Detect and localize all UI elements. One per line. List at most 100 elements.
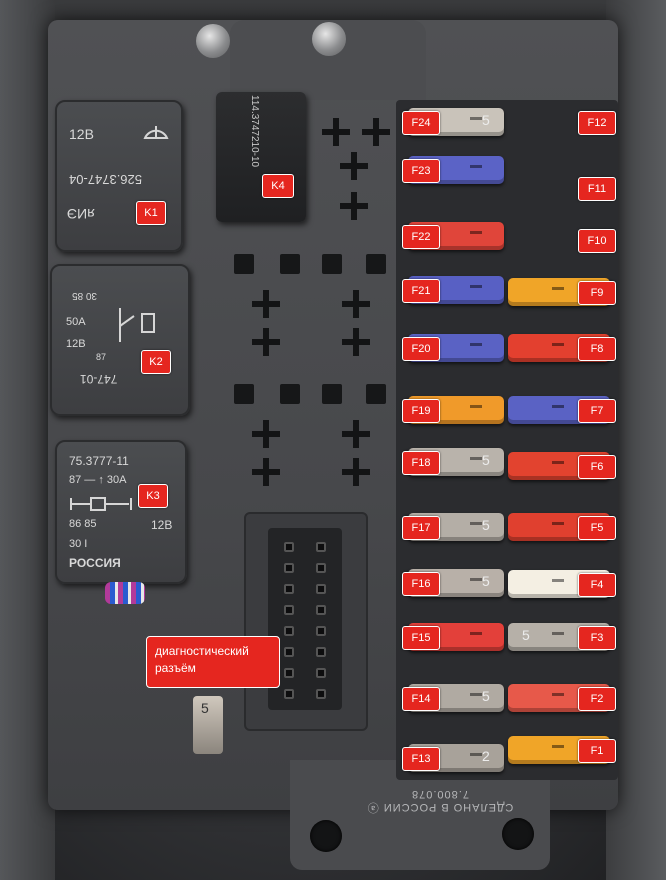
relay-k3-pins-row1: 87 — ↑ 30A: [69, 474, 127, 486]
relay-socket: [322, 384, 342, 404]
fuse-tag-f24: F24: [402, 111, 440, 135]
fuse-tag-f5: F5: [578, 516, 616, 540]
fuse-tag-f8: F8: [578, 337, 616, 361]
fuse-grip: [470, 117, 482, 120]
relay-socket: [340, 192, 368, 220]
relay-k3-pins-row2: 86 85: [69, 518, 97, 530]
relay-k2-voltage: 12В: [66, 338, 86, 350]
fuse-rating: 2: [482, 748, 490, 764]
fuse-grip: [552, 405, 564, 408]
fuse-tag-f14: F14: [402, 687, 440, 711]
connector-pin: [284, 563, 294, 573]
relay-k4-tag: K4: [262, 174, 294, 198]
spare-fuse: 5: [193, 696, 223, 754]
mounting-bolt-right: [312, 22, 346, 56]
fuse-grip: [552, 632, 564, 635]
connector-pin: [284, 605, 294, 615]
fuse-grip: [470, 285, 482, 288]
connector-pin: [316, 626, 326, 636]
connector-pin: [316, 668, 326, 678]
fuse-grip: [470, 578, 482, 581]
relay-k1: 12В 526.3747-04 ᴙИЭ: [55, 100, 183, 252]
fuse-rating: 5: [482, 112, 490, 128]
relay-socket: [342, 328, 370, 356]
relay-k3: 75.3777-11 87 — ↑ 30A 86 85 12В 30 I РОС…: [55, 440, 187, 584]
connector-pin: [284, 584, 294, 594]
diagnostic-connector: [268, 528, 342, 710]
relay-socket: [252, 420, 280, 448]
fuse-rating: 5: [482, 688, 490, 704]
fuse-grip: [470, 693, 482, 696]
fuse-tag-f11: F11: [578, 177, 616, 201]
fuse-tag-f19: F19: [402, 399, 440, 423]
relay-k4-part: 114.3747210-10: [249, 95, 260, 168]
fuse-rating: 5: [482, 573, 490, 589]
spare-fuse-value: 5: [201, 700, 209, 716]
relay-socket: [342, 420, 370, 448]
fuse-grip: [552, 461, 564, 464]
relay-k1-voltage: 12В: [69, 126, 94, 142]
fuse-grip: [552, 693, 564, 696]
fuse-tag-f16: F16: [402, 572, 440, 596]
fuse-panel: [396, 100, 618, 780]
mounting-bolt-left: [196, 24, 230, 58]
connector-pin: [284, 689, 294, 699]
relay-k2-part: 747-01: [80, 372, 118, 386]
relay-socket: [234, 254, 254, 274]
wiper-icon: [143, 126, 169, 139]
mounting-hole-left: [310, 820, 342, 852]
relay-k3-voltage: 12В: [151, 518, 173, 532]
relay-socket: [340, 152, 368, 180]
relay-k3-pin30: 30 I: [69, 538, 88, 550]
fuse-tag-f17: F17: [402, 516, 440, 540]
relay-k3-country: РОССИЯ: [69, 556, 121, 570]
connector-pin: [284, 647, 294, 657]
relay-socket: [280, 254, 300, 274]
fuse-grip: [470, 753, 482, 756]
relay-socket: [322, 254, 342, 274]
fuse-grip: [470, 231, 482, 234]
relay-socket: [252, 458, 280, 486]
relay-socket: [366, 254, 386, 274]
fuse-grip: [470, 457, 482, 460]
fuse-tag-f2: F2: [578, 687, 616, 711]
fuse-tag-f12: F12: [578, 111, 616, 135]
relay-k1-part: 526.3747-04: [69, 172, 143, 187]
connector-pin: [316, 647, 326, 657]
fuse-grip: [470, 632, 482, 635]
relay-k3-tag: K3: [138, 484, 168, 508]
fuse-tag-f18: F18: [402, 451, 440, 475]
relay-schematic-icon: [70, 497, 132, 511]
connector-pin: [284, 626, 294, 636]
relay-k2-pin87: 87: [96, 352, 107, 362]
relay-coil-icon: [119, 308, 155, 342]
relay-k1-tag: K1: [136, 201, 166, 225]
fuse-grip: [552, 579, 564, 582]
relay-k2-pins-top: 30 85: [72, 290, 98, 301]
connector-pin: [316, 542, 326, 552]
connector-pin: [316, 605, 326, 615]
relay-socket: [252, 290, 280, 318]
fuse-tag-f20: F20: [402, 337, 440, 361]
relay-socket: [342, 458, 370, 486]
connector-pin: [284, 542, 294, 552]
relay-k3-part: 75.3777-11: [69, 454, 129, 468]
fuse-grip: [470, 405, 482, 408]
relay-k1-maker: ᴙИЭ: [67, 206, 95, 222]
fuse-rating: 5: [482, 517, 490, 533]
relay-k4: [216, 92, 306, 222]
relay-socket: [252, 328, 280, 356]
fuse-rating: 5: [522, 627, 530, 643]
connector-pin: [316, 563, 326, 573]
fuse-grip: [552, 745, 564, 748]
relay-socket: [342, 290, 370, 318]
diagnostic-connector-label: диагностический разъём: [146, 636, 280, 688]
fuse-grip: [552, 287, 564, 290]
fuse-tag-f6: F6: [578, 455, 616, 479]
relay-socket: [234, 384, 254, 404]
relay-k2-tag: K2: [141, 350, 171, 374]
relay-socket: [322, 118, 350, 146]
connector-pin: [316, 584, 326, 594]
mounting-hole-right: [502, 818, 534, 850]
